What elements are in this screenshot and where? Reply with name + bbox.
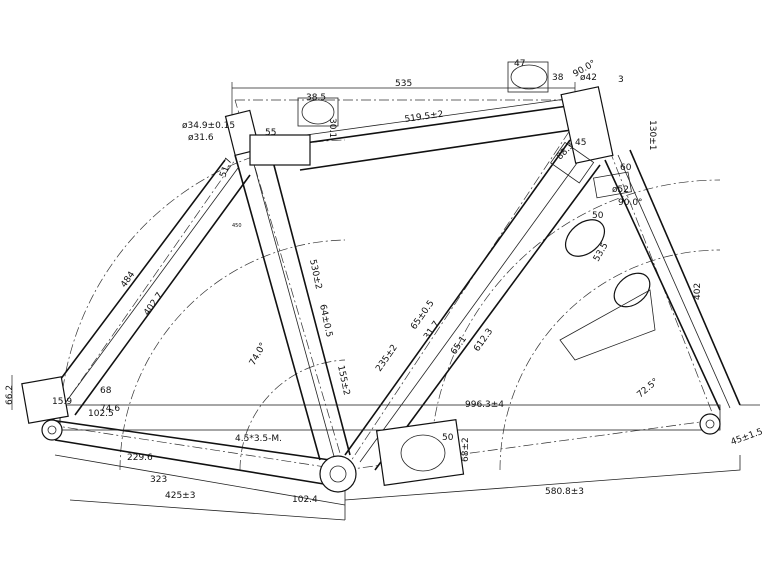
dim-rear-dropout-b: 74.6 <box>100 404 120 414</box>
cable-guides <box>297 61 549 127</box>
dim-dt-d: 50 <box>592 211 604 221</box>
dim-cable-guide-c: 38.5 <box>306 93 326 103</box>
dim-seat-stay-inner: 402.7 <box>142 291 165 318</box>
note-thread: 4.5*3.5-M. <box>235 434 282 444</box>
dim-head-angle2: 90.0° <box>618 198 643 208</box>
dim-seat-angle: 74.0° <box>248 341 269 367</box>
dim-bb-height: 50 <box>442 433 454 443</box>
dim-front-center: 580.8±3 <box>545 487 584 497</box>
dim-head-bearing: ø42 <box>580 73 597 83</box>
chain-stays <box>49 419 346 506</box>
front-dropout <box>699 404 760 435</box>
dim-chainstay-3: 425±3 <box>165 491 195 501</box>
dim-seat-tube-dim2: 155±2 <box>335 365 351 397</box>
rear-dropout <box>11 375 69 441</box>
downtube-details <box>550 141 656 361</box>
dim-misc: 3 <box>618 75 624 85</box>
dim-rear-dropout-c: 68 <box>100 386 112 396</box>
dim-small-label: 450 <box>232 223 242 229</box>
dim-rear-dropout-h: 66.2 <box>5 385 15 405</box>
dim-seat-tube-dia: ø34.9±0.15 <box>182 121 235 131</box>
dim-top-tube-horizontal: 535 <box>395 79 412 89</box>
dim-head-tube-angle: 72.5° <box>636 377 661 400</box>
dim-bb-drop: 68±2 <box>461 437 471 462</box>
dim-down-tube-length: 612.3 <box>472 327 495 354</box>
dim-cable-guide-b: 38 <box>552 73 564 83</box>
head-tube <box>560 86 741 411</box>
dim-cable-guide-d: 30.1 <box>327 118 337 138</box>
dim-chainstay-1: 229.6 <box>127 453 153 463</box>
dim-fork-length: 402 <box>693 283 703 300</box>
dim-seat-tube-length: 530±2 <box>307 259 323 291</box>
dim-rear-dropout-a: 102.5 <box>88 409 114 419</box>
dim-top-tube-length: 519.5±2 <box>404 110 444 125</box>
bottom-bracket <box>319 419 465 493</box>
seat-stays <box>44 159 251 416</box>
dim-dt-c: 60 <box>620 163 632 173</box>
dim-wheelbase: 996.3±4 <box>465 400 504 410</box>
dim-seat-tube-dim: 64±0.5 <box>317 304 334 339</box>
dim-boss-d: 235±2 <box>374 343 400 374</box>
down-tube <box>344 139 601 471</box>
dim-seat-tube-inner: ø31.6 <box>188 133 214 143</box>
seat-tube <box>224 109 351 461</box>
dim-dt-a: 45 <box>575 138 586 148</box>
dim-head-tube-length: 130±1 <box>647 120 657 150</box>
dim-cable-guide-a: 47 <box>514 59 525 69</box>
dim-seat-clamp: 55 <box>265 128 276 138</box>
dim-rear-dropout-e: 15.9 <box>52 397 72 407</box>
dim-head-bearing2: ø52 <box>612 185 629 195</box>
dim-bb-width: 102.4 <box>292 495 318 505</box>
dim-chainstay-2: 323 <box>150 475 167 485</box>
dim-fork-offset: 45±1.5 <box>730 427 765 448</box>
